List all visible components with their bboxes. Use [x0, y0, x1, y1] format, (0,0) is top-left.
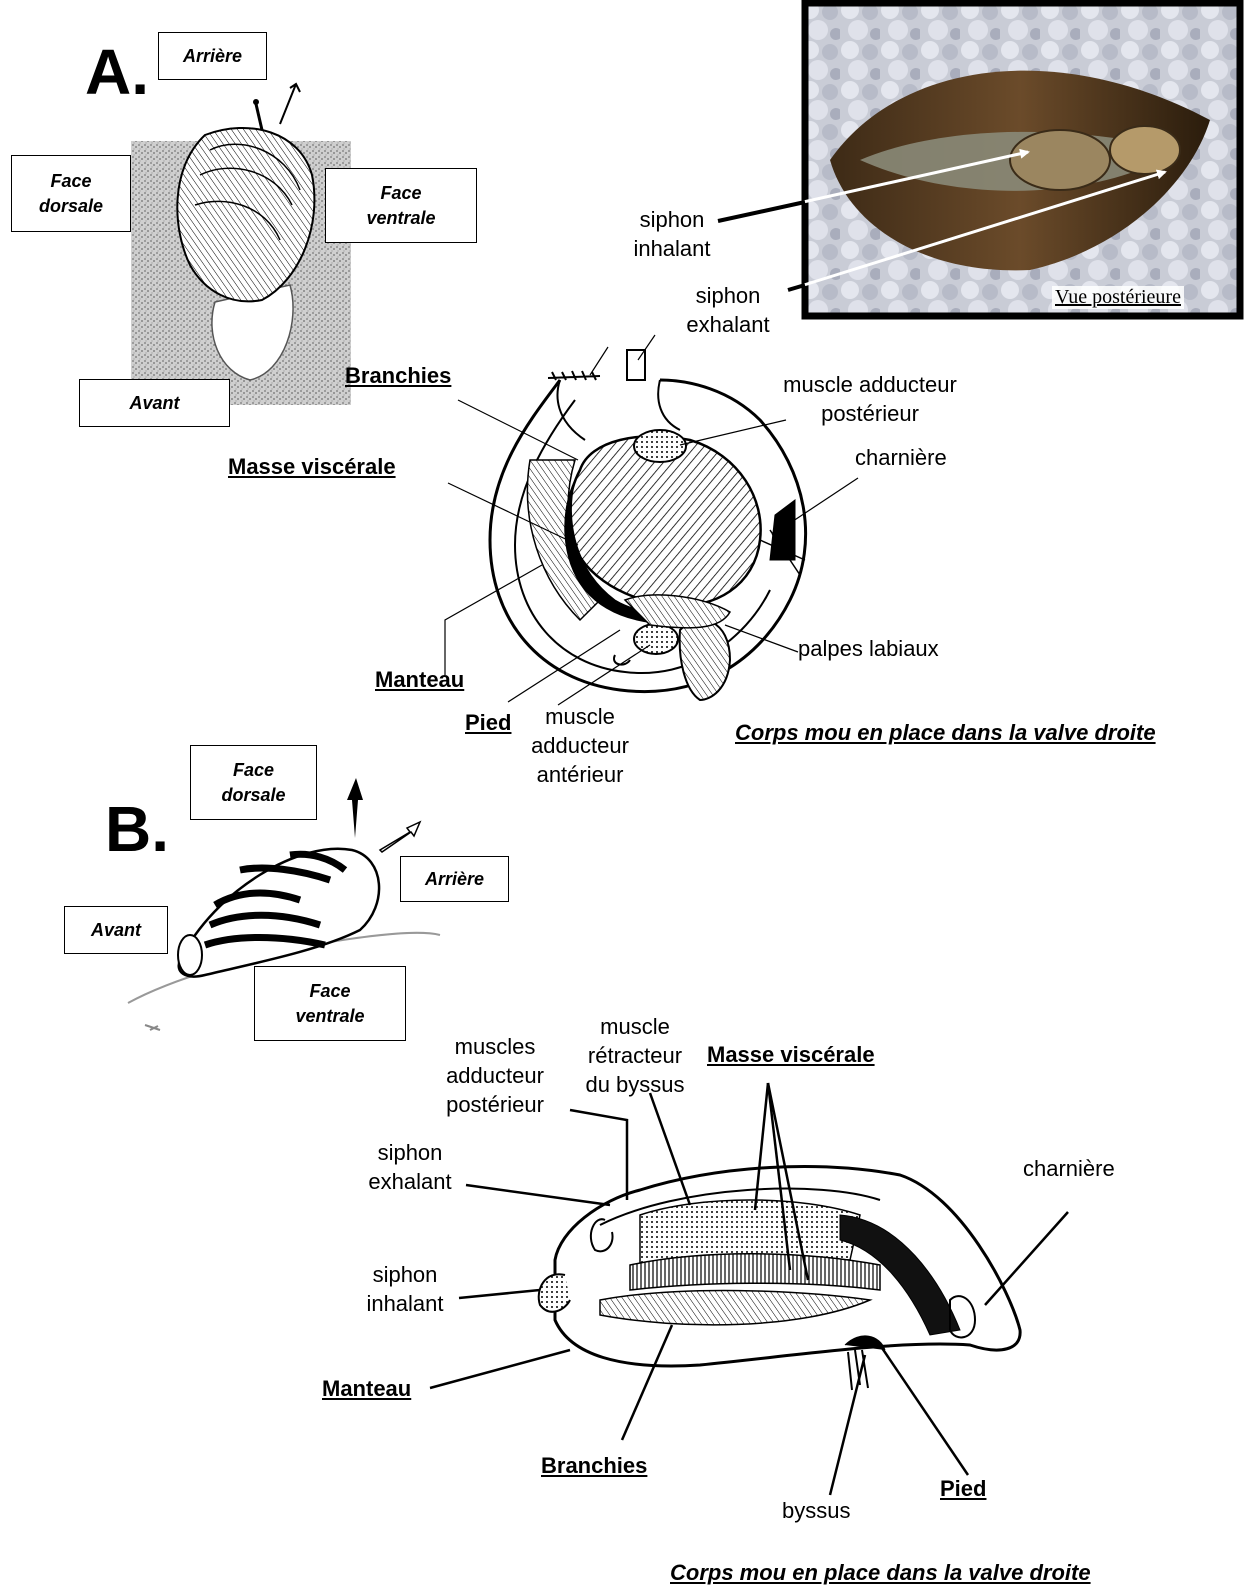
label-charniere-a: charnière — [855, 443, 947, 472]
label-siphon-inhalant-a-l1: siphon — [612, 205, 732, 234]
part-a-letter: A. — [85, 40, 149, 104]
dorsal-face-box-b: Face dorsale — [190, 745, 317, 820]
label-palpes-labiaux-a: palpes labiaux — [798, 634, 939, 663]
label-map-b-l2: adducteur — [430, 1061, 560, 1090]
label-branchies-a: Branchies — [345, 361, 451, 390]
label-maa-a-l3: antérieur — [520, 760, 640, 789]
label-manteau-a: Manteau — [375, 665, 464, 694]
back-label: Arrière — [183, 44, 242, 69]
label-muscles-adducteur-posterieur-b: muscles adducteur postérieur — [430, 1032, 560, 1119]
ventral-face-box-b: Face ventrale — [254, 966, 406, 1041]
ventral-label-line2: ventrale — [366, 206, 435, 231]
anatomy-drawing-b — [539, 1167, 1020, 1390]
front-b-label: Avant — [91, 918, 141, 943]
label-siphon-exhalant-a-l2: exhalant — [668, 310, 788, 339]
label-siphon-exhalant-b: siphon exhalant — [355, 1138, 465, 1196]
back-label-box-b: Arrière — [400, 856, 509, 902]
dorsal-b-line1: Face — [233, 758, 274, 783]
label-siphon-exhalant-a: siphon exhalant — [668, 281, 788, 339]
back-b-label: Arrière — [425, 867, 484, 892]
label-map-a-l1: muscle adducteur — [760, 370, 980, 399]
part-b-letter: B. — [105, 797, 169, 861]
label-muscle-adducteur-anterieur-a: muscle adducteur antérieur — [520, 702, 640, 789]
front-label: Avant — [129, 391, 179, 416]
label-byssus-b: byssus — [782, 1496, 850, 1525]
label-map-b-l3: postérieur — [430, 1090, 560, 1119]
label-maa-a-l2: adducteur — [520, 731, 640, 760]
label-siphon-exhalant-a-l1: siphon — [668, 281, 788, 310]
back-label-box-a: Arrière — [158, 32, 267, 80]
caption-b: Corps mou en place dans la valve droite — [670, 1560, 1091, 1586]
label-se-b-l2: exhalant — [355, 1167, 465, 1196]
label-si-b-l2: inhalant — [350, 1289, 460, 1318]
label-siphon-inhalant-a-l2: inhalant — [612, 234, 732, 263]
label-branchies-b: Branchies — [541, 1451, 647, 1480]
label-masse-viscerale-a: Masse viscérale — [228, 452, 396, 481]
leader-lines-b — [430, 1083, 1068, 1495]
label-siphon-inhalant-a: siphon inhalant — [612, 205, 732, 263]
shell-sketch-a — [131, 84, 351, 405]
label-maa-a-l1: muscle — [520, 702, 640, 731]
label-muscle-retracteur-byssus-b: muscle rétracteur du byssus — [575, 1012, 695, 1099]
label-map-b-l1: muscles — [430, 1032, 560, 1061]
dorsal-b-line2: dorsale — [221, 783, 285, 808]
label-se-b-l1: siphon — [355, 1138, 465, 1167]
posterior-view-photo — [718, 3, 1240, 316]
ventral-b-line1: Face — [309, 979, 350, 1004]
label-siphon-inhalant-b: siphon inhalant — [350, 1260, 460, 1318]
label-mrb-b-l3: du byssus — [575, 1070, 695, 1099]
front-label-box-a: Avant — [79, 379, 230, 427]
front-label-box-b: Avant — [64, 906, 168, 954]
label-muscle-adducteur-posterieur-a: muscle adducteur postérieur — [760, 370, 980, 428]
ventral-label-line1: Face — [380, 181, 421, 206]
label-si-b-l1: siphon — [350, 1260, 460, 1289]
caption-a: Corps mou en place dans la valve droite — [735, 720, 1156, 746]
label-map-a-l2: postérieur — [760, 399, 980, 428]
label-pied-a: Pied — [465, 708, 511, 737]
dorsal-label-line2: dorsale — [39, 194, 103, 219]
label-manteau-b: Manteau — [322, 1374, 411, 1403]
label-masse-viscerale-b: Masse viscérale — [707, 1040, 875, 1069]
photo-caption: Vue postérieure — [1052, 286, 1184, 309]
label-pied-b: Pied — [940, 1474, 986, 1503]
label-mrb-b-l2: rétracteur — [575, 1041, 695, 1070]
label-mrb-b-l1: muscle — [575, 1012, 695, 1041]
ventral-b-line2: ventrale — [295, 1004, 364, 1029]
dorsal-face-box-a: Face dorsale — [11, 155, 131, 232]
label-charniere-b: charnière — [1023, 1154, 1115, 1183]
dorsal-label-line1: Face — [50, 169, 91, 194]
ventral-face-box-a: Face ventrale — [325, 168, 477, 243]
